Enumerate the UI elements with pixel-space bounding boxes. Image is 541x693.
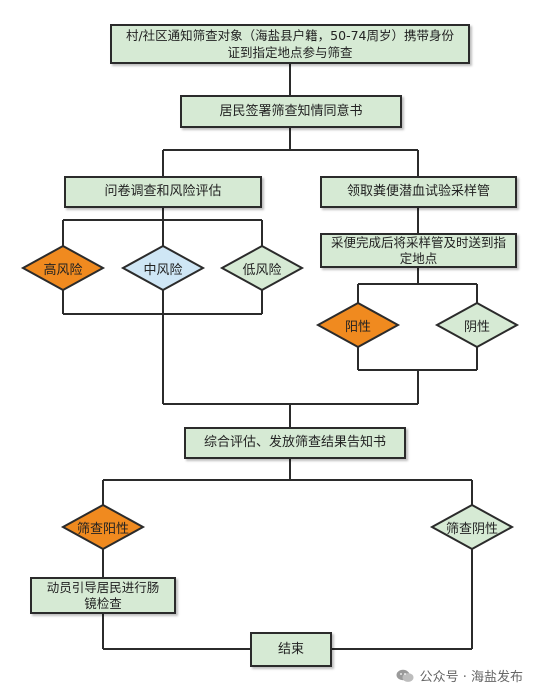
questionnaire-step-box: 问卷调查和风险评估 — [64, 176, 262, 208]
low-risk-diamond — [219, 244, 305, 292]
evaluate-step-label: 综合评估、发放筛查结果告知书 — [203, 435, 386, 450]
positive-diamond — [315, 301, 401, 349]
mid-risk-label: 中风险 — [143, 262, 183, 278]
collect-tube-step-label: 领取粪便潜血试验采样管 — [346, 184, 490, 199]
wechat-icon — [396, 669, 414, 683]
mid-risk-diamond — [120, 244, 206, 292]
collect-tube-step-box: 领取粪便潜血试验采样管 — [320, 176, 517, 208]
screen-positive-label: 筛查阳性 — [76, 521, 129, 537]
high-risk-diamond — [20, 244, 106, 292]
evaluate-step-box: 综合评估、发放筛查结果告知书 — [184, 427, 406, 459]
high-risk-label: 高风险 — [43, 262, 83, 278]
screen-positive-diamond — [60, 503, 146, 551]
watermark: 公众号 · 海盐发布 — [396, 666, 523, 685]
watermark-text: 公众号 · 海盐发布 — [419, 670, 523, 685]
screen-negative-diamond — [429, 503, 515, 551]
colonoscopy-step-label: 动员引导居民进行肠镜检查 — [46, 579, 160, 611]
notify-step-box: 村/社区通知筛查对象（海盐县户籍，50-74周岁）携带身份证到指定地点参与筛查 — [110, 24, 470, 64]
submit-sample-step-label: 采便完成后将采样管及时送到指定地点 — [330, 234, 506, 266]
positive-label: 阳性 — [344, 319, 371, 335]
end-step-label: 结束 — [277, 641, 304, 657]
negative-diamond — [434, 301, 520, 349]
end-step-box: 结束 — [250, 632, 332, 667]
submit-sample-step-box: 采便完成后将采样管及时送到指定地点 — [320, 233, 517, 268]
consent-step-label: 居民签署筛查知情同意书 — [219, 103, 363, 119]
notify-step-label: 村/社区通知筛查对象（海盐县户籍，50-74周岁）携带身份证到指定地点参与筛查 — [125, 28, 455, 60]
consent-step-box: 居民签署筛查知情同意书 — [180, 95, 402, 128]
questionnaire-step-label: 问卷调查和风险评估 — [104, 184, 222, 199]
screen-negative-label: 筛查阴性 — [445, 521, 498, 537]
colonoscopy-step-box: 动员引导居民进行肠镜检查 — [30, 577, 176, 614]
negative-label: 阴性 — [463, 319, 490, 335]
low-risk-label: 低风险 — [242, 262, 282, 278]
